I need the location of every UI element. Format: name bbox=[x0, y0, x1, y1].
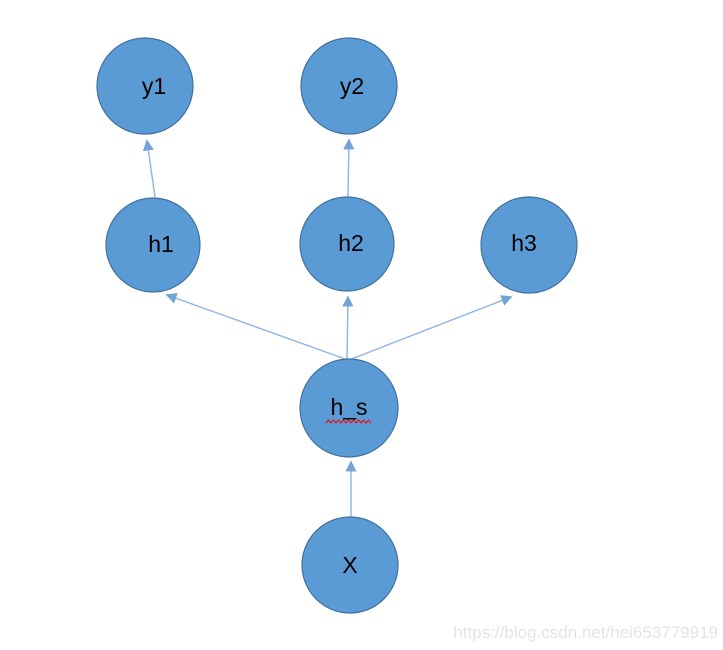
node-h2: h2 bbox=[299, 196, 395, 292]
node-x-label: X bbox=[342, 552, 357, 578]
edge-h2-to-y2 bbox=[343, 138, 355, 198]
node-h3: h3 bbox=[480, 196, 578, 294]
node-h1-circle bbox=[105, 197, 201, 293]
node-h2-label: h2 bbox=[338, 230, 364, 256]
node-hs: h_s bbox=[299, 358, 399, 458]
spellcheck-wavy-underline bbox=[325, 419, 372, 424]
node-y1-circle bbox=[96, 37, 194, 135]
edge-hs-to-h2 bbox=[342, 295, 354, 361]
edge-layer bbox=[142, 138, 513, 517]
node-y1-label: y1 bbox=[142, 73, 166, 99]
node-x-circle bbox=[301, 516, 399, 614]
watermark-url: https://blog.csdn.net/hei653779919 bbox=[453, 623, 718, 642]
node-h3-label: h3 bbox=[511, 230, 537, 256]
edge-hs-to-h3 bbox=[348, 295, 513, 361]
node-y2: y2 bbox=[300, 37, 398, 135]
node-y2-circle bbox=[300, 37, 398, 135]
node-x: X bbox=[301, 516, 399, 614]
node-h3-circle bbox=[480, 196, 578, 294]
node-h1: h1 bbox=[105, 197, 201, 293]
node-hs-circle bbox=[299, 358, 399, 458]
node-y2-label: y2 bbox=[340, 73, 364, 99]
node-y1: y1 bbox=[96, 37, 194, 135]
node-hs-label: h_s bbox=[330, 394, 367, 420]
node-h2-circle bbox=[299, 196, 395, 292]
edge-h1-to-y1 bbox=[142, 139, 156, 198]
edge-hs-to-h1 bbox=[165, 292, 349, 361]
node-h1-label: h1 bbox=[148, 231, 174, 257]
